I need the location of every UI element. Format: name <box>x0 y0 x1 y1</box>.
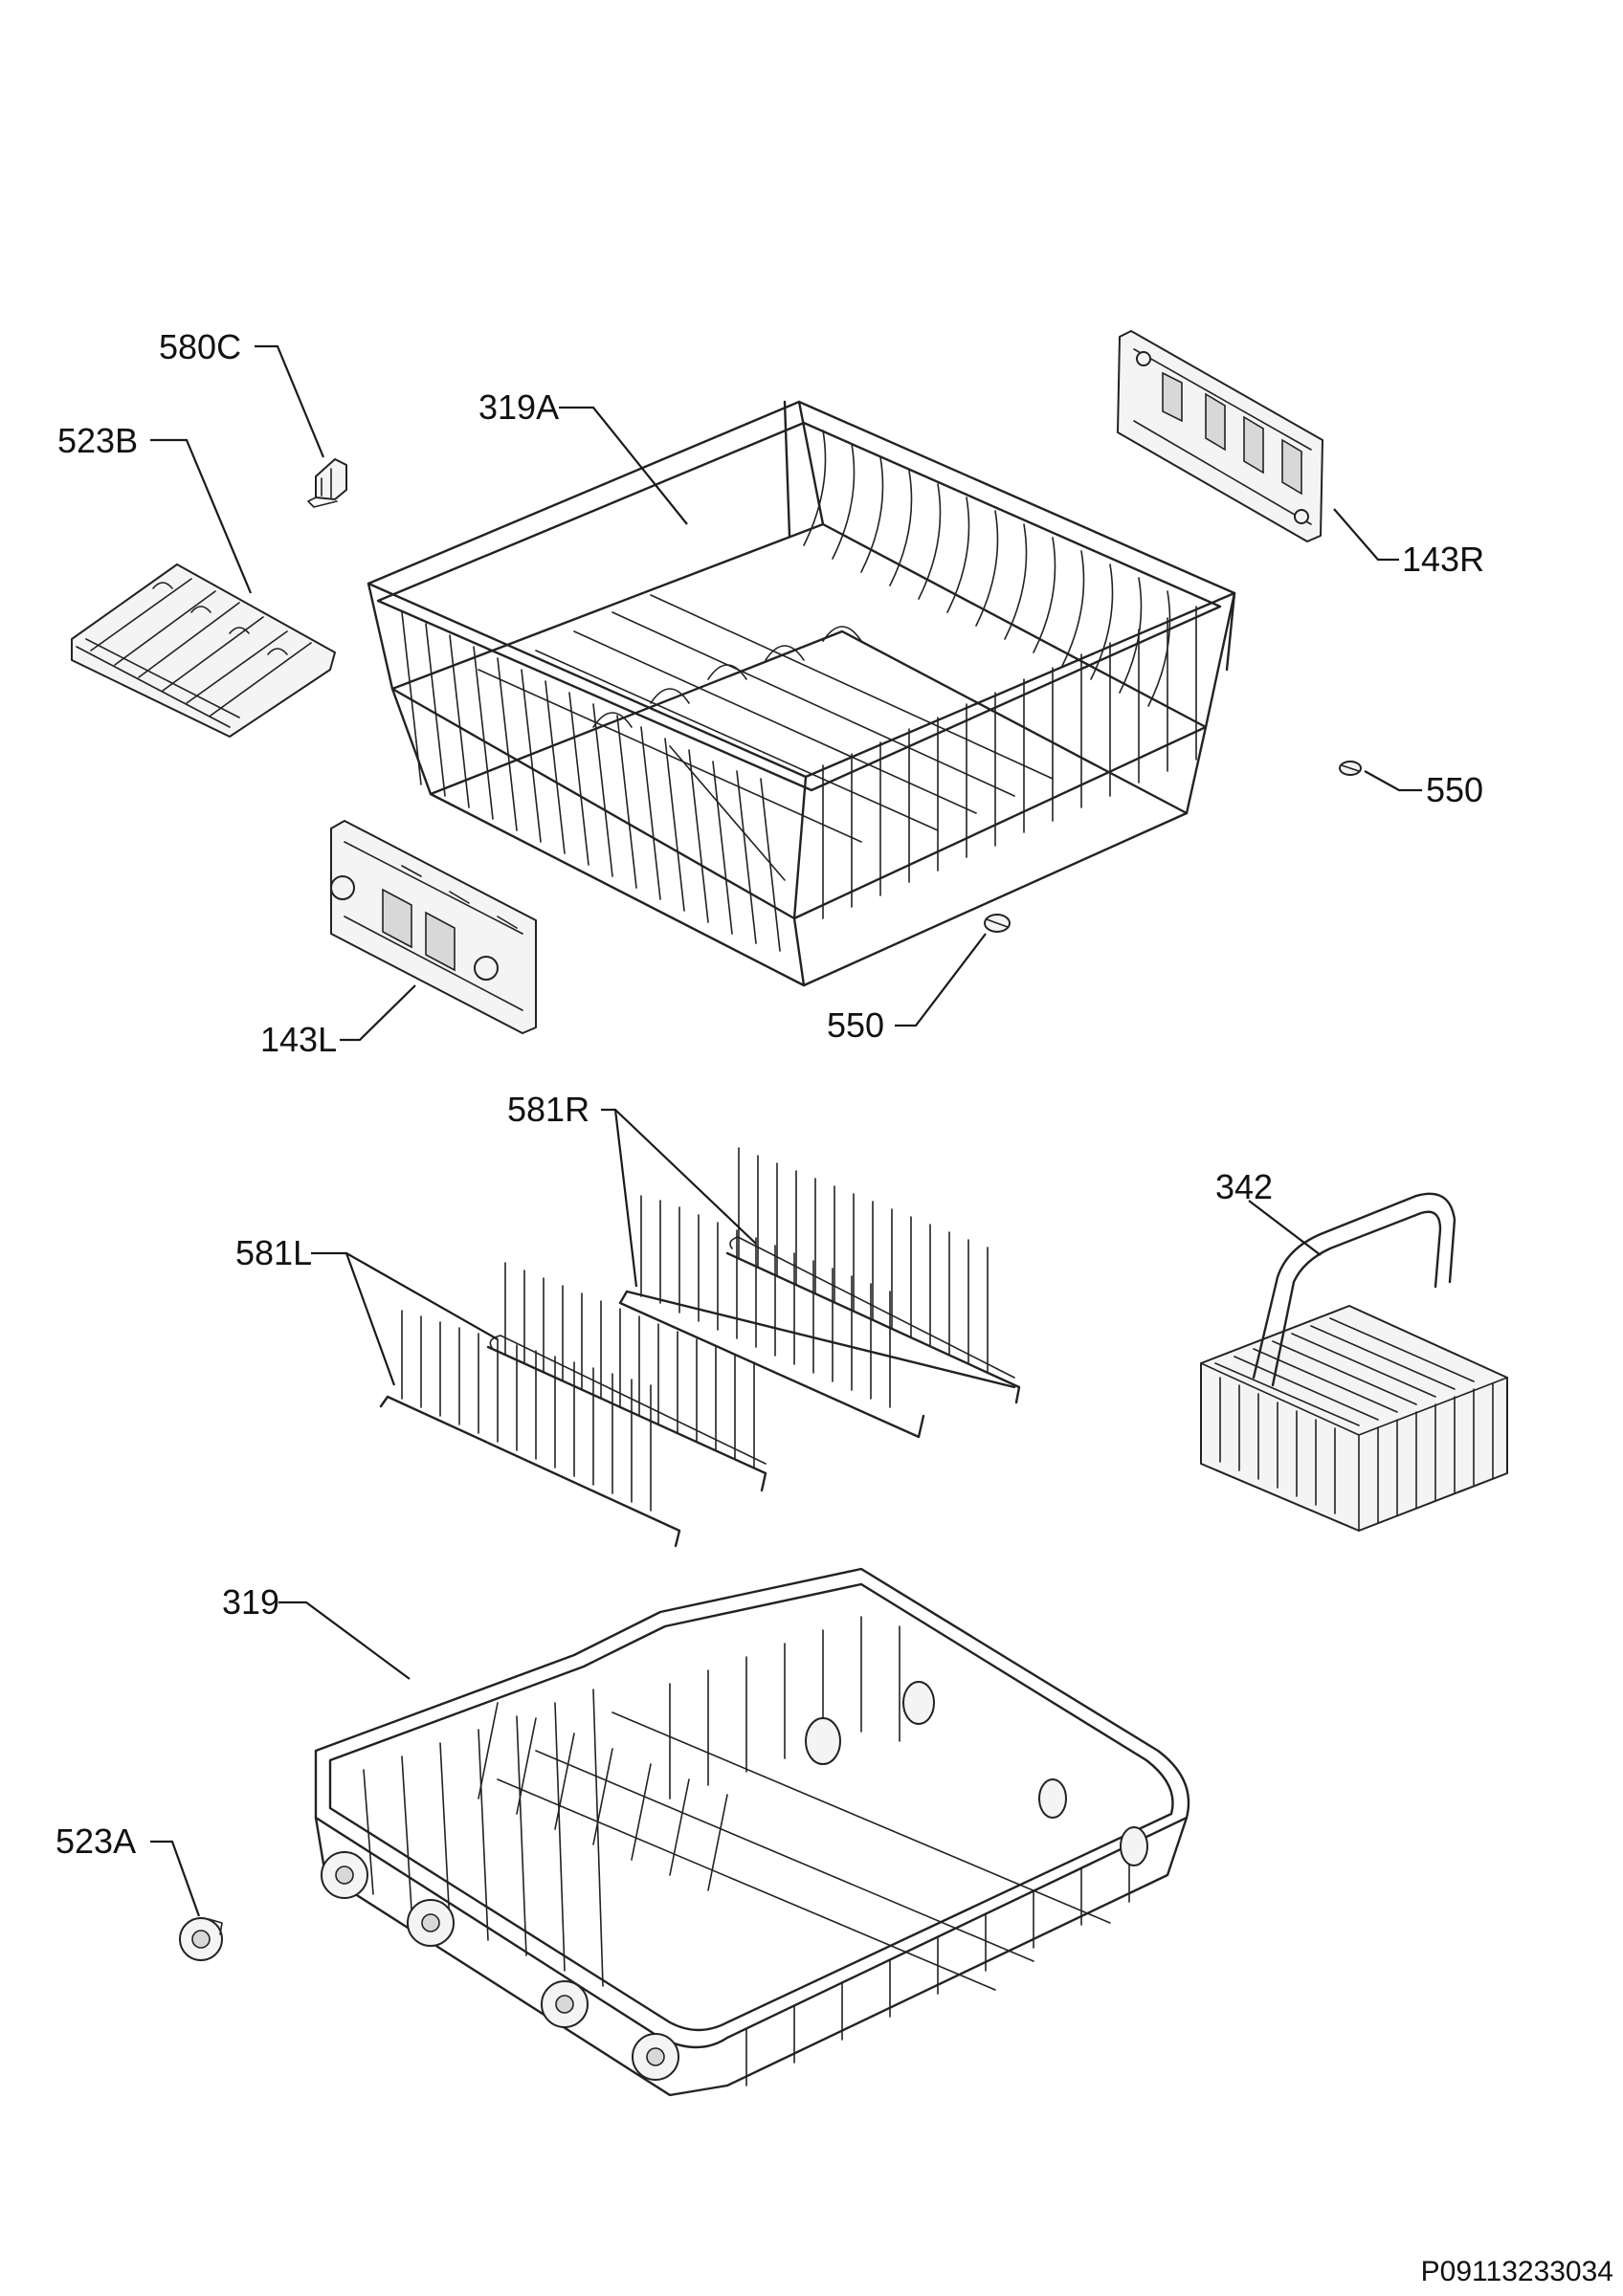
callout-523B: 523B <box>57 421 138 460</box>
part-319A-upper-basket <box>367 400 1236 987</box>
callout-143L: 143L <box>260 1020 337 1059</box>
callout-550-upper: 550 <box>1426 770 1483 809</box>
part-342-cutlery-basket <box>1200 1192 1508 1532</box>
callout-319: 319 <box>222 1582 279 1622</box>
callout-143R: 143R <box>1402 540 1484 579</box>
callout-342: 342 <box>1215 1167 1273 1206</box>
leader-lines <box>150 344 1422 1917</box>
callout-319A: 319A <box>478 387 559 427</box>
part-143L-left-rail <box>330 820 537 1034</box>
part-580C-clip <box>307 458 347 508</box>
part-143R-right-rail <box>1117 330 1323 542</box>
part-550-roller-b <box>984 914 1011 933</box>
callout-523A: 523A <box>56 1821 136 1861</box>
part-581L-tine-rack <box>379 1262 767 1548</box>
part-523B-tine-strip <box>71 563 336 738</box>
document-code: P09113233034 <box>1421 2256 1613 2287</box>
callout-581R: 581R <box>507 1090 589 1129</box>
callout-581L: 581L <box>235 1233 312 1272</box>
part-523A-wheel <box>179 1917 223 1961</box>
callout-550-lower: 550 <box>827 1005 884 1045</box>
callout-580C: 580C <box>159 327 241 366</box>
part-581R-tine-rack <box>618 1147 1021 1439</box>
part-319-lower-basket <box>314 1567 1190 2097</box>
part-550-roller-a <box>1339 761 1362 776</box>
lower-basket-wheels <box>321 1851 679 2081</box>
